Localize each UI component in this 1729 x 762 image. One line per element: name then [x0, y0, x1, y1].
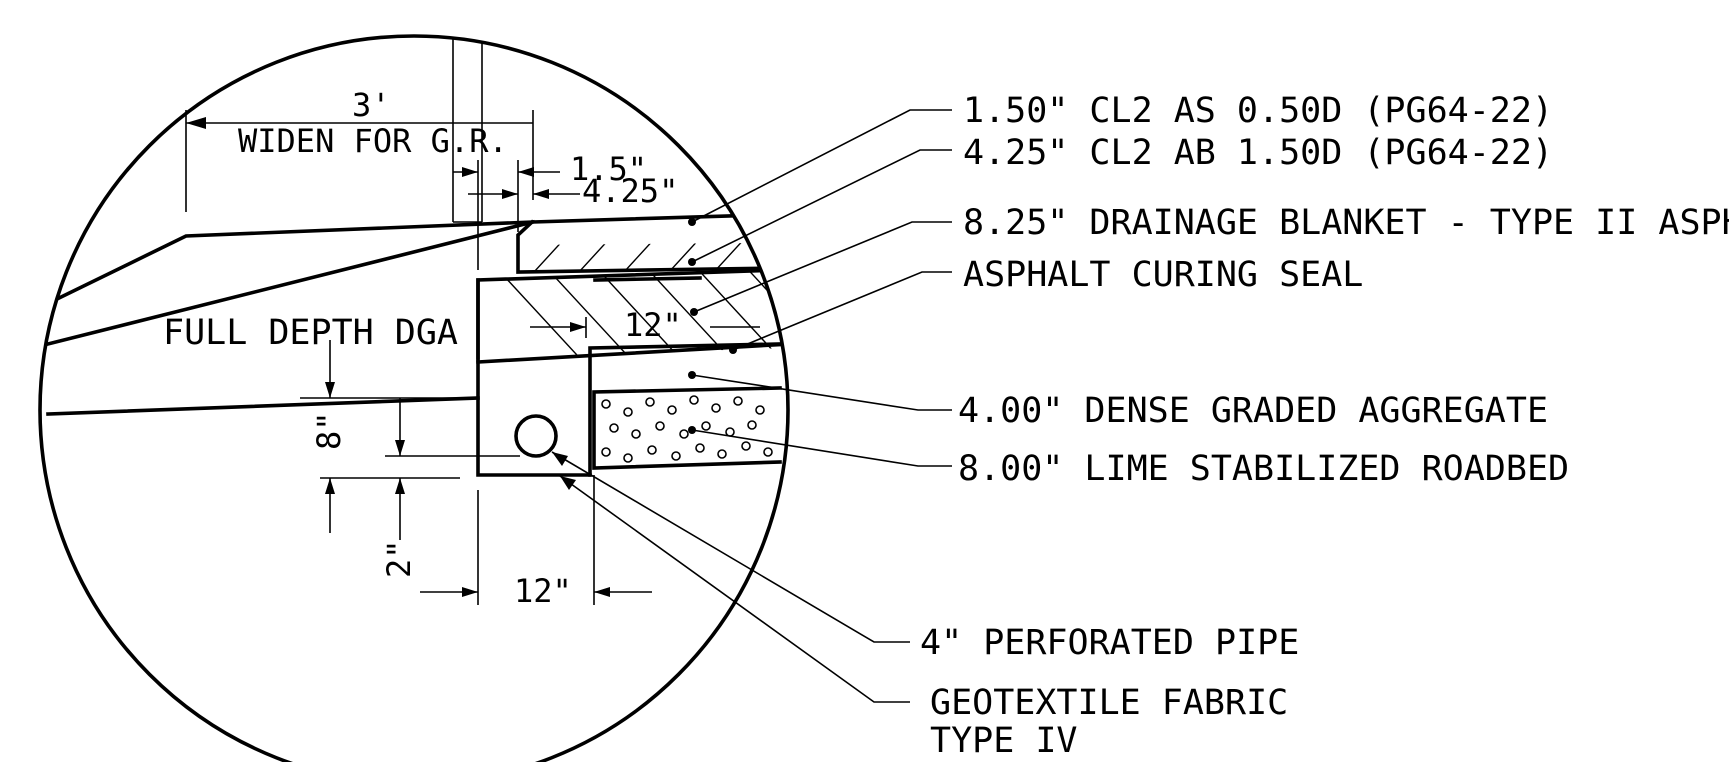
callout-roadbed: 8.00" LIME STABILIZED ROADBED — [958, 449, 1569, 489]
perforated-pipe — [514, 414, 558, 458]
label-8in: 8" — [310, 411, 348, 450]
callout-drainage: 8.25" DRAINAGE BLANKET - TYPE II ASPH — [963, 203, 1729, 243]
label-1-5in: 1.5" — [570, 150, 647, 188]
label-full-depth-dga: FULL DEPTH DGA — [163, 313, 458, 353]
label-12in-lower: 12" — [514, 572, 572, 610]
callout-leaders — [688, 109, 952, 467]
label-12in-upper: 12" — [624, 306, 682, 344]
callout-dga: 4.00" DENSE GRADED AGGREGATE — [958, 391, 1548, 431]
callout-pipe: 4" PERFORATED PIPE — [920, 623, 1299, 663]
label-widen-3ft: 3' — [352, 86, 391, 124]
callout-base: 4.25" CL2 AB 1.50D (PG64-22) — [963, 133, 1553, 173]
dimension-12in-lower — [420, 475, 652, 605]
callout-geotextile: GEOTEXTILE FABRIC — [930, 683, 1288, 723]
dimension-12in-upper — [530, 317, 760, 338]
label-2in: 2" — [380, 539, 418, 578]
label-widen-gr: WIDEN FOR G.R. — [238, 122, 508, 160]
roadbed-texture — [601, 395, 773, 463]
roadbed-outline — [592, 386, 782, 470]
trench-outline — [476, 276, 782, 477]
ab-layer-outline — [516, 219, 782, 274]
dimension-small-offsets — [453, 160, 580, 270]
callout-curing-seal: ASPHALT CURING SEAL — [963, 255, 1363, 295]
callout-geotextile-type: TYPE IV — [930, 721, 1078, 761]
detail-circle — [38, 34, 790, 762]
dimension-widen-3ft — [185, 110, 534, 212]
dimension-vertical-left — [300, 340, 520, 540]
pipe-leaders — [551, 451, 910, 703]
label-4-25in: 4.25" — [582, 172, 678, 210]
shoulder-surface-lines — [45, 213, 762, 416]
callout-surface: 1.50" CL2 AS 0.50D (PG64-22) — [963, 91, 1553, 131]
